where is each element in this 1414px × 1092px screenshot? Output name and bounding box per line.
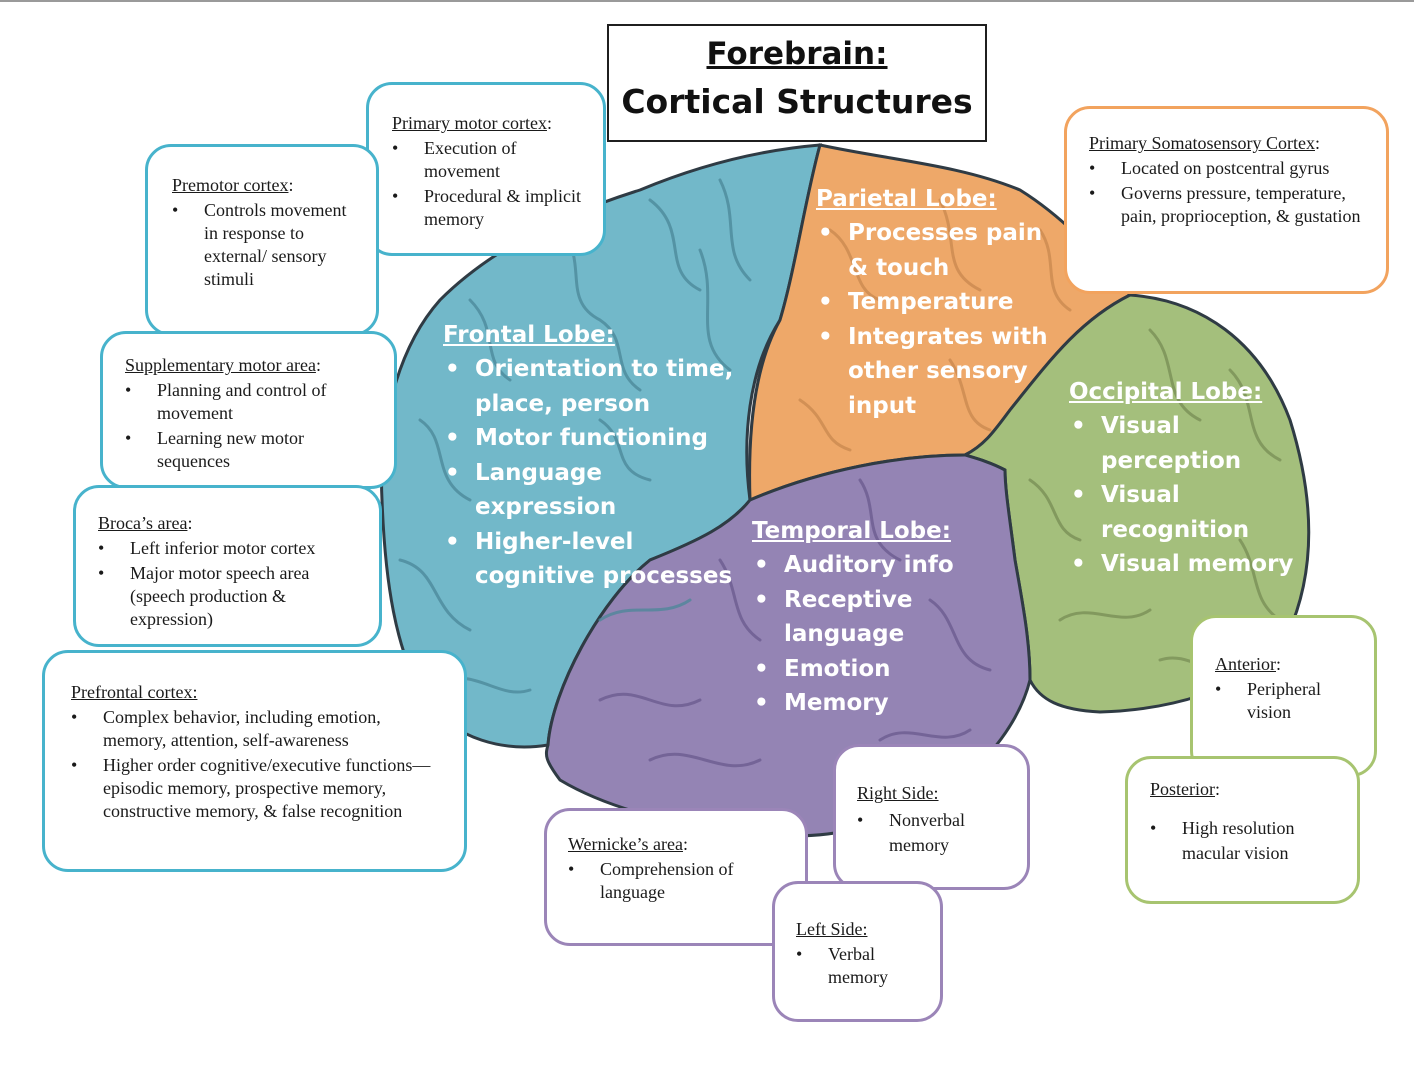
parietal-lobe-title: Parietal Lobe: [816, 186, 997, 212]
card-list: Nonverbal memory [857, 808, 1015, 858]
card-title: Broca’s area: [98, 513, 193, 533]
list-item: Peripheral vision [1215, 678, 1362, 724]
list-item: Higher order cognitive/executive functio… [71, 754, 448, 823]
prefrontal-cortex-card: Prefrontal cortex: Complex behavior, inc… [42, 650, 467, 872]
wernickes-area-card: Wernicke’s area: Comprehension of langua… [544, 808, 808, 946]
card-list: Comprehension of language [568, 858, 791, 904]
right-side-card: Right Side: Nonverbal memory [833, 744, 1030, 890]
list-item: Auditory info [752, 548, 982, 583]
card-list: Controls movement in response to externa… [172, 199, 362, 291]
frontal-lobe-list: Orientation to time, place, person Motor… [443, 352, 743, 594]
supplementary-motor-area-card: Supplementary motor area: Planning and c… [100, 331, 397, 489]
list-item: Governs pressure, temperature, pain, pro… [1089, 182, 1374, 228]
list-item: Left inferior motor cortex [98, 537, 365, 560]
list-item: Emotion [752, 652, 982, 687]
temporal-lobe-list: Auditory info Receptive language Emotion… [752, 548, 982, 721]
list-item: Controls movement in response to externa… [172, 199, 362, 291]
temporal-lobe-label: Temporal Lobe: Auditory info Receptive l… [752, 518, 982, 721]
list-item: Temperature [816, 285, 1066, 320]
parietal-lobe-list: Processes pain & touch Temperature Integ… [816, 216, 1066, 423]
card-list: Planning and control of movement Learnin… [125, 379, 380, 473]
list-item: Located on postcentral gyrus [1089, 157, 1374, 180]
card-title: Primary Somatosensory Cortex: [1089, 133, 1320, 153]
list-item: Higher-level cognitive processes [443, 525, 743, 594]
list-item: Visual recognition [1069, 478, 1299, 547]
page-title: Forebrain: [706, 36, 888, 72]
card-list: Complex behavior, including emotion, mem… [71, 706, 448, 823]
card-title: Prefrontal cortex: [71, 682, 198, 702]
occipital-lobe-title: Occipital Lobe: [1069, 379, 1263, 405]
list-item: Planning and control of movement [125, 379, 380, 425]
list-item: Nonverbal memory [857, 808, 1015, 858]
list-item: Complex behavior, including emotion, mem… [71, 706, 448, 752]
card-title: Posterior: [1150, 779, 1221, 799]
premotor-cortex-card: Premotor cortex: Controls movement in re… [145, 144, 379, 336]
list-item: Motor functioning [443, 421, 743, 456]
card-list: Left inferior motor cortex Major motor s… [98, 537, 365, 631]
card-title: Left Side: [796, 919, 868, 939]
list-item: Major motor speech area (speech producti… [98, 562, 365, 631]
card-title: Premotor cortex: [172, 175, 294, 195]
card-title: Primary motor cortex: [392, 113, 552, 133]
list-item: Execution of movement [392, 137, 585, 183]
card-title: Wernicke’s area: [568, 834, 688, 854]
card-title: Right Side: [857, 783, 939, 803]
list-item: Visual perception [1069, 409, 1299, 478]
card-list: Located on postcentral gyrus Governs pre… [1089, 157, 1374, 228]
posterior-card: Posterior: High resolution macular visio… [1125, 756, 1360, 904]
card-list: Execution of movement Procedural & impli… [392, 137, 585, 231]
page-subtitle: Cortical Structures [621, 82, 973, 121]
list-item: Integrates with other sensory input [816, 320, 1066, 424]
brocas-area-card: Broca’s area: Left inferior motor cortex… [73, 485, 382, 647]
anterior-card: Anterior: Peripheral vision [1190, 615, 1377, 777]
frontal-lobe-label: Frontal Lobe: Orientation to time, place… [443, 322, 743, 594]
list-item: Receptive language [752, 583, 982, 652]
list-item: Verbal memory [796, 943, 928, 989]
card-list: Verbal memory [796, 943, 928, 989]
top-border [0, 0, 1414, 2]
left-side-card: Left Side: Verbal memory [772, 881, 943, 1022]
list-item: Language expression [443, 456, 743, 525]
frontal-lobe-title: Frontal Lobe: [443, 322, 615, 348]
list-item: Comprehension of language [568, 858, 791, 904]
list-item: Orientation to time, place, person [443, 352, 743, 421]
occipital-lobe-label: Occipital Lobe: Visual perception Visual… [1069, 379, 1299, 582]
list-item: High resolution macular vision [1150, 816, 1345, 866]
list-item: Memory [752, 686, 982, 721]
primary-somatosensory-cortex-card: Primary Somatosensory Cortex: Located on… [1064, 106, 1389, 294]
list-item: Visual memory [1069, 547, 1299, 582]
card-list: Peripheral vision [1215, 678, 1362, 724]
primary-motor-cortex-card: Primary motor cortex: Execution of movem… [366, 82, 606, 256]
occipital-lobe-list: Visual perception Visual recognition Vis… [1069, 409, 1299, 582]
list-item: Processes pain & touch [816, 216, 1066, 285]
list-item: Procedural & implicit memory [392, 185, 585, 231]
temporal-lobe-title: Temporal Lobe: [752, 518, 951, 544]
title-box: Forebrain: Cortical Structures [607, 24, 987, 142]
card-title: Anterior: [1215, 654, 1281, 674]
list-item: Learning new motor sequences [125, 427, 380, 473]
card-list: High resolution macular vision [1150, 816, 1345, 866]
card-title: Supplementary motor area: [125, 355, 321, 375]
parietal-lobe-label: Parietal Lobe: Processes pain & touch Te… [816, 186, 1066, 423]
